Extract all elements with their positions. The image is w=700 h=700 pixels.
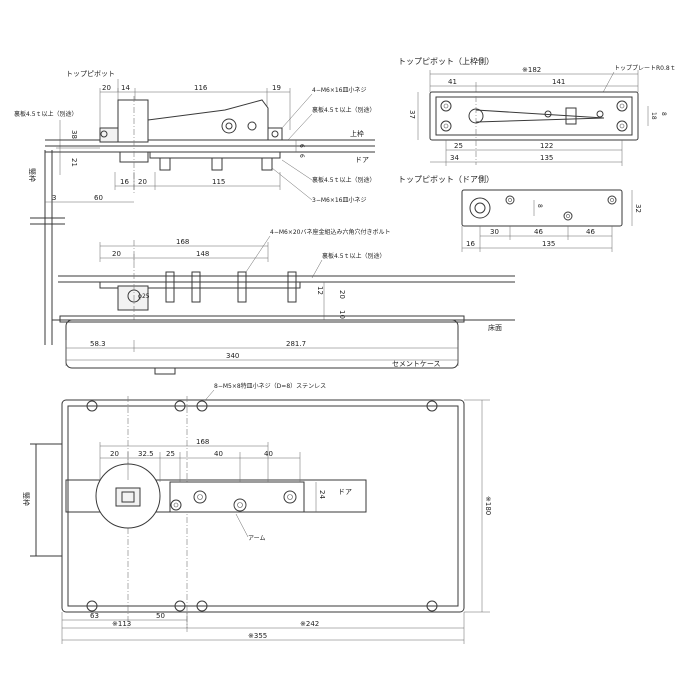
label-top-pivot: トップピボット (66, 70, 115, 78)
dim-14: 14 (121, 84, 130, 92)
label-door-2: ドア (338, 488, 352, 496)
dim-148: 148 (196, 250, 209, 258)
dim-135b: 135 (542, 240, 555, 248)
dim-32-5: 32.5 (138, 450, 154, 458)
dim-10: 10 (338, 310, 346, 319)
dim-40b: 40 (264, 450, 273, 458)
dim-50: 50 (156, 612, 165, 620)
dim-32: 32 (634, 204, 642, 213)
dim-113: ※113 (112, 620, 131, 628)
dim-122: 122 (540, 142, 553, 150)
dim-16: 16 (120, 178, 129, 186)
dim-38: 38 (70, 130, 78, 139)
dim-340: 340 (226, 352, 239, 360)
dim-46b: 46 (586, 228, 595, 236)
dim-182: ※182 (522, 66, 541, 74)
floor-hinge-plan-view: 8−M5×8特皿小ネジ（D=8）ステンレス ドア アーム 168 (22, 382, 492, 644)
screw-note-m6-16a: 4−M6×16皿小ネジ (312, 86, 367, 94)
dim-30: 30 (490, 228, 499, 236)
screw-note-m5: 8−M5×8特皿小ネジ（D=8）ステンレス (214, 382, 326, 390)
label-vertical-frame-2: 竪枠 (22, 492, 31, 506)
top-pivot-upper-view: トップピボット（上枠側） ※182 41 141 トッププレートR0.8ｔ 37… (398, 56, 676, 166)
label-top-pivot-upper: トップピボット（上枠側） (398, 56, 494, 66)
label-arm: アーム (248, 535, 265, 542)
dim-115: 115 (212, 178, 225, 186)
dim-25b: 25 (166, 450, 175, 458)
dim-25: 25 (454, 142, 463, 150)
dim-180: ※180 (484, 496, 492, 515)
bolt-note: 4−M6×20バネ座金組込み六角穴付きボルト (270, 228, 391, 236)
dim-63: 63 (90, 612, 99, 620)
floor-hinge-section-view: 裏板4.5ｔ以上（別途） 4−M6×20バネ座金組込み六角穴付きボルト 168 … (52, 228, 515, 375)
dim-19: 19 (272, 84, 281, 92)
dim-20e: 20 (110, 450, 119, 458)
dim-60: 60 (94, 194, 103, 202)
back-plate-note-4: 裏板4.5ｔ以上（別途） (322, 252, 386, 260)
back-plate-note-1: 裏板4.5ｔ以上（別途） (14, 110, 78, 118)
label-floor: 床面 (488, 323, 502, 332)
dim-8: 8 (660, 112, 667, 116)
dim-6b: 6 (298, 154, 305, 158)
dim-281-7: 281.7 (286, 340, 306, 348)
screw-note-m6-16b: 3−M6×16皿小ネジ (312, 196, 367, 204)
dim-20c: 20 (112, 250, 121, 258)
label-top-plate: トッププレートR0.8ｔ (614, 65, 676, 72)
label-door: ドア (355, 156, 369, 164)
dim-6: 6 (298, 144, 305, 148)
dim-3: 3 (52, 194, 56, 202)
dim-37: 37 (408, 110, 416, 119)
label-top-pivot-door: トップピボット（ドア側） (398, 174, 494, 184)
dim-40a: 40 (214, 450, 223, 458)
dim-8b: 8 (536, 204, 543, 208)
dim-16b: 16 (466, 240, 475, 248)
top-pivot-side-view: トップピボット 20 14 116 19 38 21 裏板4.5ｔ以上（別途） … (14, 70, 376, 345)
dim-20: 20 (102, 84, 111, 92)
dim-355: ※355 (248, 632, 267, 640)
dim-46a: 46 (534, 228, 543, 236)
dim-18: 18 (650, 112, 657, 120)
back-plate-note-2: 裏板4.5ｔ以上（別途） (312, 106, 376, 114)
dim-135: 135 (540, 154, 553, 162)
dim-34: 34 (450, 154, 459, 162)
dim-12: 12 (316, 286, 324, 295)
dim-242: ※242 (300, 620, 319, 628)
back-plate-note-3: 裏板4.5ｔ以上（別途） (312, 176, 376, 184)
dim-41: 41 (448, 78, 457, 86)
dim-20d: 20 (338, 290, 346, 299)
dim-168b: 168 (196, 438, 209, 446)
label-vertical-frame-1: 竪枠 (28, 168, 37, 182)
dim-168a: 168 (176, 238, 189, 246)
dim-141: 141 (552, 78, 565, 86)
dim-20b: 20 (138, 178, 147, 186)
top-pivot-door-view: トップピボット（ドア側） 8 32 30 46 46 16 135 (398, 174, 642, 252)
dim-116: 116 (194, 84, 208, 92)
dim-24: 24 (318, 490, 326, 499)
label-upper-frame: 上枠 (350, 129, 364, 138)
dim-58-3: 58.3 (90, 340, 106, 348)
dim-21: 21 (70, 158, 78, 167)
dim-phi25: φ25 (138, 293, 150, 300)
label-cement-case: セメントケース (392, 360, 441, 368)
